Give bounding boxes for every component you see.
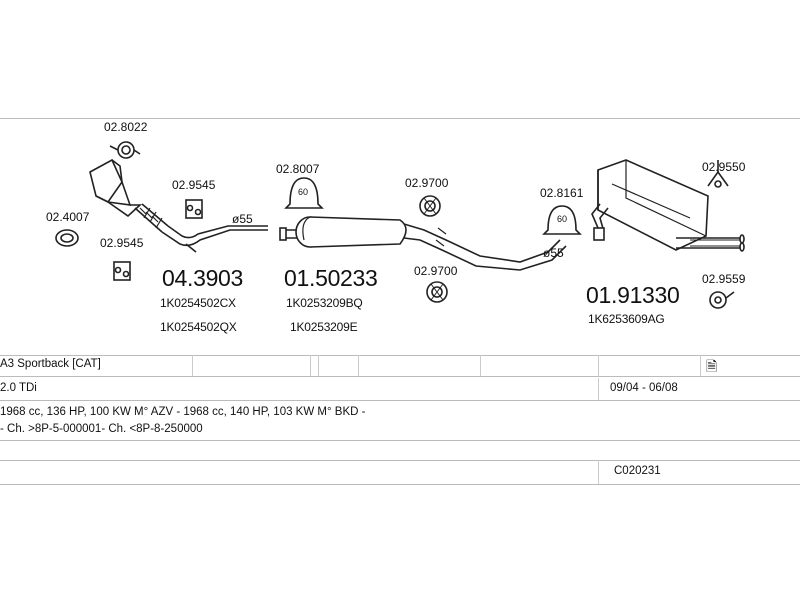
- assembly-code-rear[interactable]: 01.91330: [586, 282, 680, 308]
- part-label-02-4007[interactable]: 02.4007: [46, 210, 90, 224]
- divider: [0, 355, 800, 356]
- divider: [0, 460, 800, 461]
- gasket-02-4007: [55, 229, 79, 247]
- oem-number: 1K0254502QX: [160, 320, 237, 334]
- document-icon[interactable]: 🗎: [706, 358, 718, 374]
- divider: [0, 400, 800, 401]
- engine: 2.0 TDi: [0, 382, 37, 394]
- divider: [0, 484, 800, 485]
- engine-specs: 1968 cc, 136 HP, 100 KW M° AZV - 1968 cc…: [0, 406, 366, 418]
- mount-02-9700-bottom: [426, 281, 448, 303]
- exhaust-diagram: [55, 141, 745, 309]
- part-label-02-8161[interactable]: 02.8161: [540, 186, 584, 200]
- hanger-02-9545-bottom: [113, 261, 131, 281]
- clamp-02-8022: [109, 141, 141, 159]
- part-label-02-9700-top[interactable]: 02.9700: [405, 176, 449, 190]
- part-label-02-9559[interactable]: 02.9559: [702, 272, 746, 286]
- vehicle-model: A3 Sportback [CAT]: [0, 358, 101, 370]
- divider: [0, 376, 800, 377]
- pipe-diameter-label: ø55: [232, 212, 253, 226]
- clamp-badge-60: 60: [557, 214, 568, 224]
- oem-number: 1K6253609AG: [588, 312, 665, 326]
- assembly-code-middle[interactable]: 01.50233: [284, 265, 378, 291]
- part-label-02-8022[interactable]: 02.8022: [104, 120, 148, 134]
- assembly-code-front[interactable]: 04.3903: [162, 265, 244, 291]
- part-label-02-9545-top[interactable]: 02.9545: [172, 178, 216, 192]
- clamp-02-8007: [284, 177, 324, 209]
- clamp-02-8161: [542, 205, 582, 235]
- reference-number: C020231: [614, 465, 661, 477]
- divider: [0, 118, 800, 119]
- oem-number: 1K0253209BQ: [286, 296, 363, 310]
- hanger-02-9545-top: [185, 199, 203, 219]
- oem-number: 1K0253209E: [290, 320, 358, 334]
- part-label-02-9545-bottom[interactable]: 02.9545: [100, 236, 144, 250]
- pipe-diameter-label: ø55: [543, 246, 564, 260]
- hanger-02-9559: [709, 291, 735, 309]
- front-catalyst: [89, 158, 268, 253]
- middle-silencer: [279, 216, 567, 271]
- clamp-badge-60: 60: [298, 187, 309, 197]
- production-period: 09/04 - 06/08: [610, 382, 678, 394]
- part-label-02-8007[interactable]: 02.8007: [276, 162, 320, 176]
- oem-number: 1K0254502CX: [160, 296, 236, 310]
- hanger-02-9550: [707, 160, 729, 188]
- rear-silencer: [591, 159, 745, 252]
- part-label-02-9550[interactable]: 02.9550: [702, 160, 746, 174]
- part-label-02-9700-bottom[interactable]: 02.9700: [414, 264, 458, 278]
- divider: [0, 440, 800, 441]
- mount-02-9700-top: [419, 195, 441, 217]
- chassis-range: - Ch. >8P-5-000001- Ch. <8P-8-250000: [0, 423, 203, 435]
